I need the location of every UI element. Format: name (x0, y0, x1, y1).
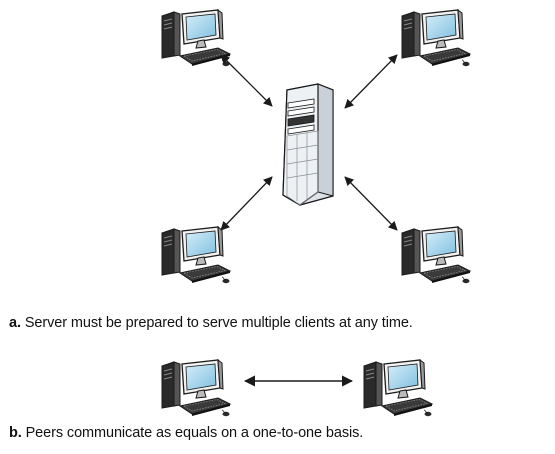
desktop-computer-icon (401, 9, 471, 67)
desktop-computer-icon (161, 359, 231, 417)
caption-letter: a. (9, 315, 21, 331)
link-arrow (344, 176, 398, 231)
desktop-computer-icon (161, 226, 231, 284)
caption-letter: b. (9, 425, 22, 441)
link-arrow (220, 176, 273, 231)
link-arrow (344, 54, 398, 109)
desktop-computer-icon (363, 359, 433, 417)
caption-text: Peers communicate as equals on a one-to-… (21, 425, 364, 441)
peer-to-peer-diagram (161, 359, 433, 417)
caption-peer-to-peer: b. Peers communicate as equals on a one-… (9, 425, 363, 441)
client-server-diagram (161, 9, 471, 284)
desktop-computer-icon (161, 9, 231, 67)
caption-text: Server must be prepared to serve multipl… (20, 315, 413, 331)
server-tower-icon (282, 83, 334, 206)
link-arrow (220, 54, 273, 107)
desktop-computer-icon (401, 226, 471, 284)
caption-client-server: a. Server must be prepared to serve mult… (9, 315, 413, 331)
